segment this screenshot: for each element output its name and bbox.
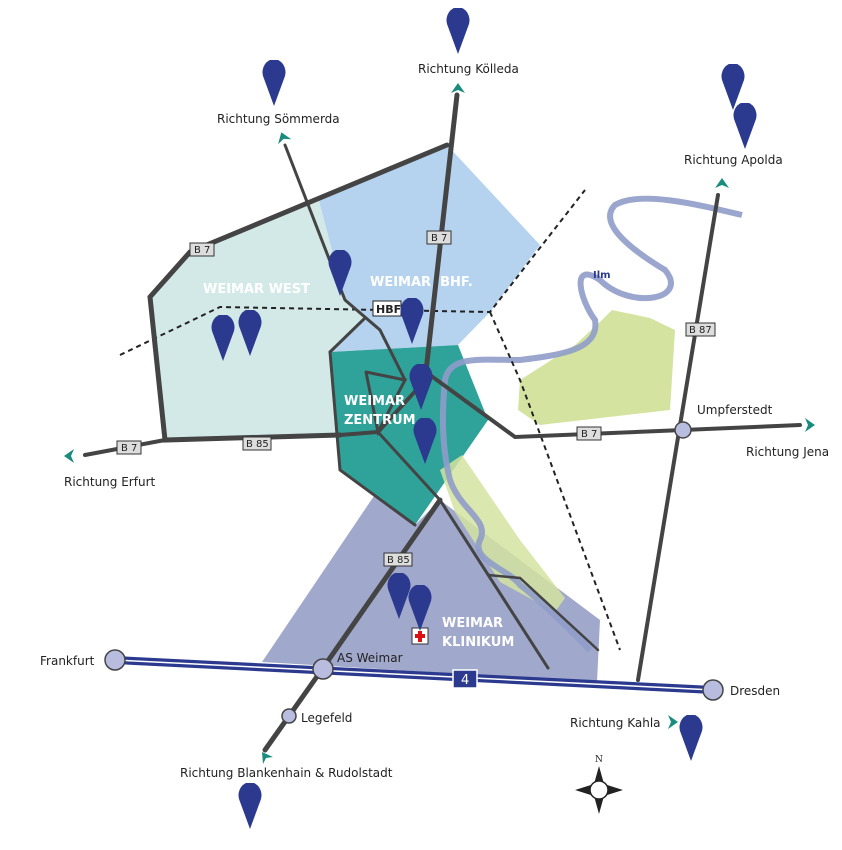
direction-soemmerda: Richtung Sömmerda bbox=[217, 112, 340, 126]
junction-as-weimar bbox=[312, 658, 334, 680]
pin-icon bbox=[446, 8, 470, 54]
sign-b85-west: B 85 bbox=[246, 439, 269, 450]
place-frankfurt: Frankfurt bbox=[40, 654, 95, 668]
direction-koelleda: Richtung Kölleda bbox=[418, 62, 519, 76]
sign-a4: 4 bbox=[461, 673, 469, 688]
place-dresden: Dresden bbox=[730, 684, 780, 698]
junction-umpferstedt bbox=[674, 421, 692, 439]
pin-icon bbox=[721, 64, 745, 110]
direction-arrows bbox=[64, 83, 815, 764]
junction-frankfurt bbox=[104, 649, 126, 671]
place-umpferstedt: Umpferstedt bbox=[697, 403, 773, 417]
river-label: Ilm bbox=[593, 270, 611, 281]
park-east bbox=[518, 310, 675, 425]
sign-b87: B 87 bbox=[689, 325, 712, 336]
district-label-zentrum-2: ZENTRUM bbox=[344, 413, 416, 428]
pin-icon bbox=[238, 783, 262, 829]
direction-apolda: Richtung Apolda bbox=[684, 153, 783, 167]
compass-north-label: N bbox=[595, 755, 603, 765]
junction-legefeld bbox=[281, 708, 297, 724]
river-ilm bbox=[439, 195, 743, 653]
district-label-bhf: WEIMAR BHF. bbox=[370, 275, 473, 290]
direction-jena: Richtung Jena bbox=[746, 445, 829, 459]
pin-icon bbox=[733, 103, 757, 149]
direction-kahla: Richtung Kahla bbox=[570, 716, 661, 730]
sign-b7-west: B 7 bbox=[194, 245, 210, 256]
place-as-weimar: AS Weimar bbox=[337, 651, 403, 665]
sign-b7-erfurt: B 7 bbox=[121, 443, 137, 454]
park-ilm bbox=[440, 455, 565, 612]
pin-icon bbox=[679, 715, 703, 761]
compass-rose-icon: N bbox=[575, 755, 623, 814]
district-label-west: WEIMAR WEST bbox=[203, 282, 310, 297]
pin-icon bbox=[262, 60, 286, 106]
sign-b85-south: B 85 bbox=[387, 555, 410, 566]
district-label-klinikum-2: KLINIKUM bbox=[442, 635, 514, 650]
station-label: HBF bbox=[376, 303, 401, 316]
district-label-zentrum-1: WEIMAR bbox=[344, 394, 405, 409]
direction-blankenhain: Richtung Blankenhain & Rudolstadt bbox=[180, 766, 393, 780]
area-weimar-bhf bbox=[318, 145, 540, 352]
sign-b7-east: B 7 bbox=[581, 429, 597, 440]
district-label-klinikum-1: WEIMAR bbox=[442, 616, 503, 631]
junction-dresden bbox=[702, 679, 724, 701]
place-legefeld: Legefeld bbox=[301, 711, 352, 725]
direction-erfurt: Richtung Erfurt bbox=[64, 475, 156, 489]
road-signs: B 7 B 7 B 7 B 85 B 7 B 87 B 85 4 HBF bbox=[116, 230, 716, 689]
sign-b7-north: B 7 bbox=[431, 233, 447, 244]
